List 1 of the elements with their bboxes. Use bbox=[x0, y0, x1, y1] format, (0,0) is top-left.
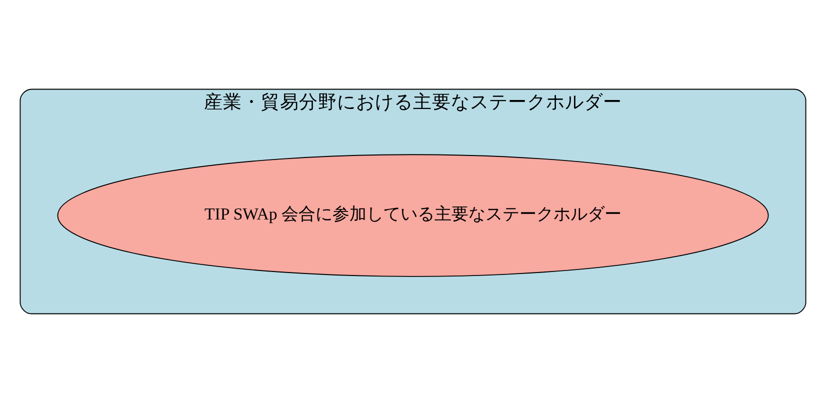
node-ellipse: TIP SWAp 会合に参加している主要なステークホルダー bbox=[57, 154, 769, 277]
